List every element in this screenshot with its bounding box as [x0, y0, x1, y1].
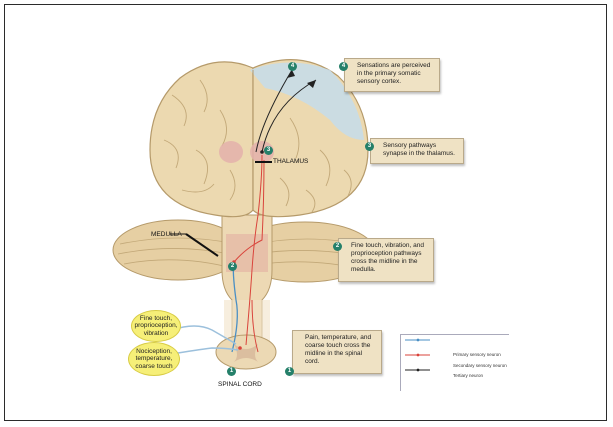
step-badge-2: 2	[333, 242, 342, 251]
step-text-4: Sensations are perceived in the primary …	[357, 62, 430, 85]
callout-step-2: 2 Fine touch, vibration, and propriocept…	[338, 238, 434, 282]
step-marker-4: 4	[288, 62, 297, 71]
brainstem	[222, 215, 272, 345]
medulla-label: MEDULLA	[151, 231, 182, 238]
legend-item-tertiary: Tertiary neuron	[453, 373, 483, 378]
step-badge-1: 1	[285, 367, 294, 376]
legend: Primary sensory neuron Secondary sensory…	[400, 334, 509, 391]
legend-item-secondary: Secondary sensory neuron	[453, 363, 507, 368]
stimulus-fine-touch: Fine touch, proprioception, vibration	[131, 310, 181, 342]
step-marker-1: 1	[227, 367, 236, 376]
callout-step-3: 3 Sensory pathways synapse in the thalam…	[370, 138, 464, 164]
step-text-1: Pain, temperature, and coarse touch cros…	[305, 334, 371, 365]
step-text-2: Fine touch, vibration, and proprioceptio…	[351, 242, 424, 273]
step-badge-4: 4	[339, 62, 348, 71]
spinal-cord-label: SPINAL CORD	[218, 381, 262, 388]
step-text-3: Sensory pathways synapse in the thalamus…	[383, 142, 455, 157]
step-marker-2: 2	[228, 262, 237, 271]
step-marker-3: 3	[264, 146, 273, 155]
legend-item-primary: Primary sensory neuron	[453, 352, 501, 357]
thalamus-label: THALAMUS	[273, 158, 308, 165]
stimulus-nociception-text: Nociception, temperature, coarse touch	[129, 348, 179, 371]
callout-step-4: 4 Sensations are perceived in the primar…	[344, 58, 440, 92]
step-badge-3: 3	[365, 142, 374, 151]
callout-step-1: 1 Pain, temperature, and coarse touch cr…	[292, 330, 382, 374]
stimulus-nociception: Nociception, temperature, coarse touch	[128, 342, 180, 376]
stimulus-fine-touch-text: Fine touch, proprioception, vibration	[132, 315, 180, 338]
